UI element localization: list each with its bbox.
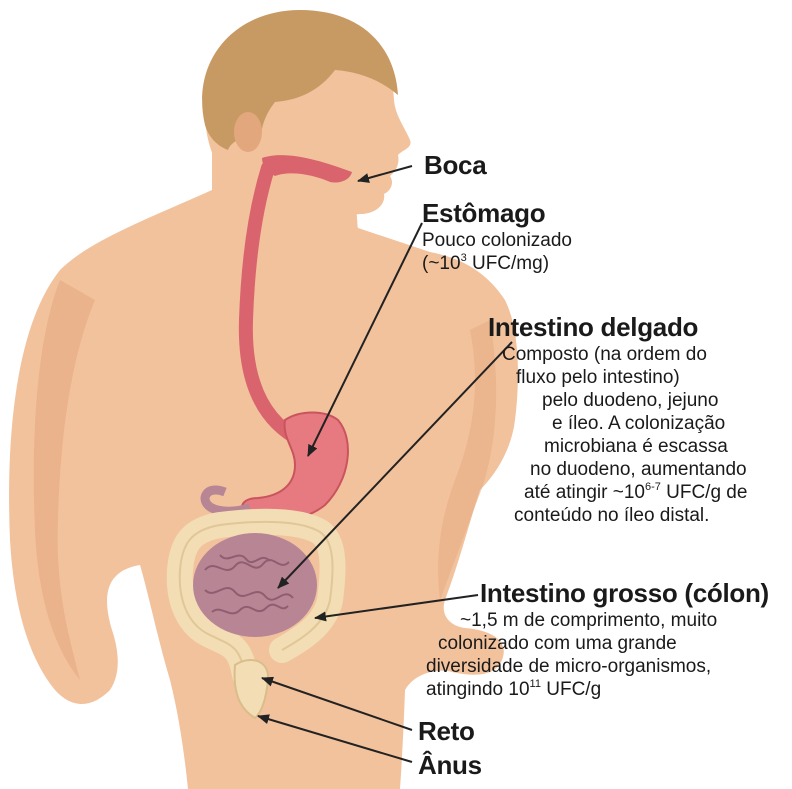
grosso-desc-line1: ~1,5 m de comprimento, muito — [460, 609, 769, 632]
delgado-desc-line2: fluxo pelo intestino) — [516, 366, 747, 389]
estomago-desc: Pouco colonizado (~103 UFC/mg) — [422, 229, 572, 275]
ear — [234, 112, 262, 152]
delgado-desc-line1: Composto (na ordem do — [502, 343, 747, 366]
grosso-desc-line2: colonizado com uma grande — [438, 632, 769, 655]
estomago-desc-line2: (~103 UFC/mg) — [422, 252, 572, 275]
delgado-title: Intestino delgado — [488, 312, 747, 343]
estomago-desc-line1: Pouco colonizado — [422, 229, 572, 252]
label-boca: Boca — [424, 150, 486, 181]
label-estomago: Estômago Pouco colonizado (~103 UFC/mg) — [422, 198, 572, 275]
delgado-desc-line5: microbiana é escassa — [544, 435, 747, 458]
delgado-desc: Composto (na ordem do fluxo pelo intesti… — [472, 343, 747, 527]
small-intestine — [193, 533, 317, 637]
delgado-desc-line6: no duodeno, aumentando — [530, 458, 747, 481]
grosso-desc-line3: diversidade de micro-organismos, — [426, 655, 769, 678]
delgado-desc-line7: até atingir ~106-7 UFC/g de — [524, 481, 747, 504]
label-reto: Reto — [418, 716, 475, 747]
grosso-desc-line4: atingindo 1011 UFC/g — [426, 678, 769, 701]
label-anus: Ânus — [418, 750, 482, 781]
label-intestino-delgado: Intestino delgado Composto (na ordem do … — [472, 312, 747, 527]
estomago-title: Estômago — [422, 198, 572, 229]
grosso-desc: ~1,5 m de comprimento, muito colonizado … — [418, 609, 769, 701]
grosso-title: Intestino grosso (cólon) — [480, 578, 769, 609]
delgado-desc-line3: pelo duodeno, jejuno — [542, 389, 747, 412]
delgado-desc-line8: conteúdo no íleo distal. — [514, 504, 747, 527]
label-intestino-grosso: Intestino grosso (cólon) ~1,5 m de compr… — [418, 578, 769, 701]
delgado-desc-line4: e íleo. A colonização — [552, 412, 747, 435]
